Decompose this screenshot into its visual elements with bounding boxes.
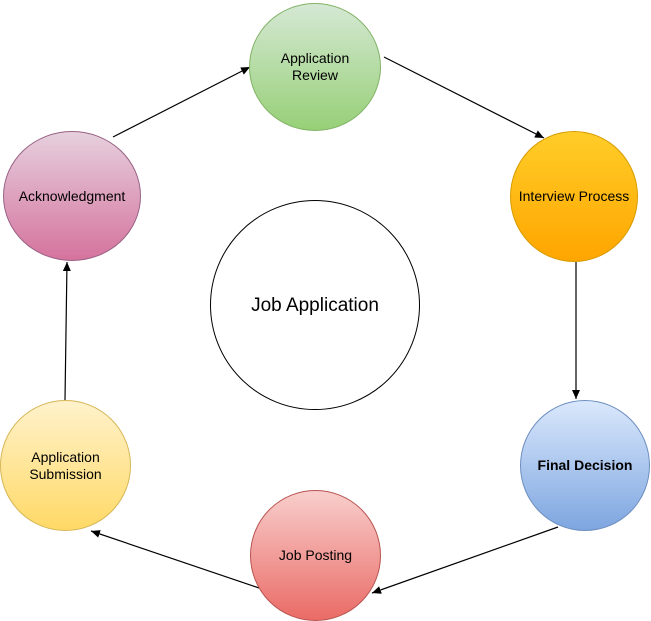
edge-ack-to-review (112, 66, 251, 138)
node-application-submission-label: Application Submission (23, 449, 107, 483)
edge-decision-to-posting (371, 526, 559, 594)
node-application-review: Application Review (249, 3, 381, 131)
node-interview-process-label: Interview Process (518, 188, 630, 204)
node-job-posting: Job Posting (250, 490, 381, 621)
node-final-decision: Final Decision (520, 400, 650, 531)
node-interview-process: Interview Process (510, 131, 638, 262)
center-label: Job Application (251, 294, 379, 316)
node-acknowledgment: Acknowledgment (3, 131, 141, 261)
node-application-submission: Application Submission (0, 400, 131, 531)
edge-submission-to-ack (62, 261, 71, 401)
node-final-decision-label: Final Decision (537, 457, 633, 473)
node-application-review-label: Application Review (280, 50, 350, 83)
edge-review-to-interview (383, 56, 545, 139)
edge-posting-to-submission (90, 530, 260, 589)
node-application-submission-line1: Application (31, 448, 100, 465)
node-application-submission-line2: Submission (29, 465, 102, 482)
node-job-application-center: Job Application (210, 200, 420, 410)
node-job-posting-label: Job Posting (278, 547, 353, 563)
node-acknowledgment-label: Acknowledgment (18, 187, 126, 204)
